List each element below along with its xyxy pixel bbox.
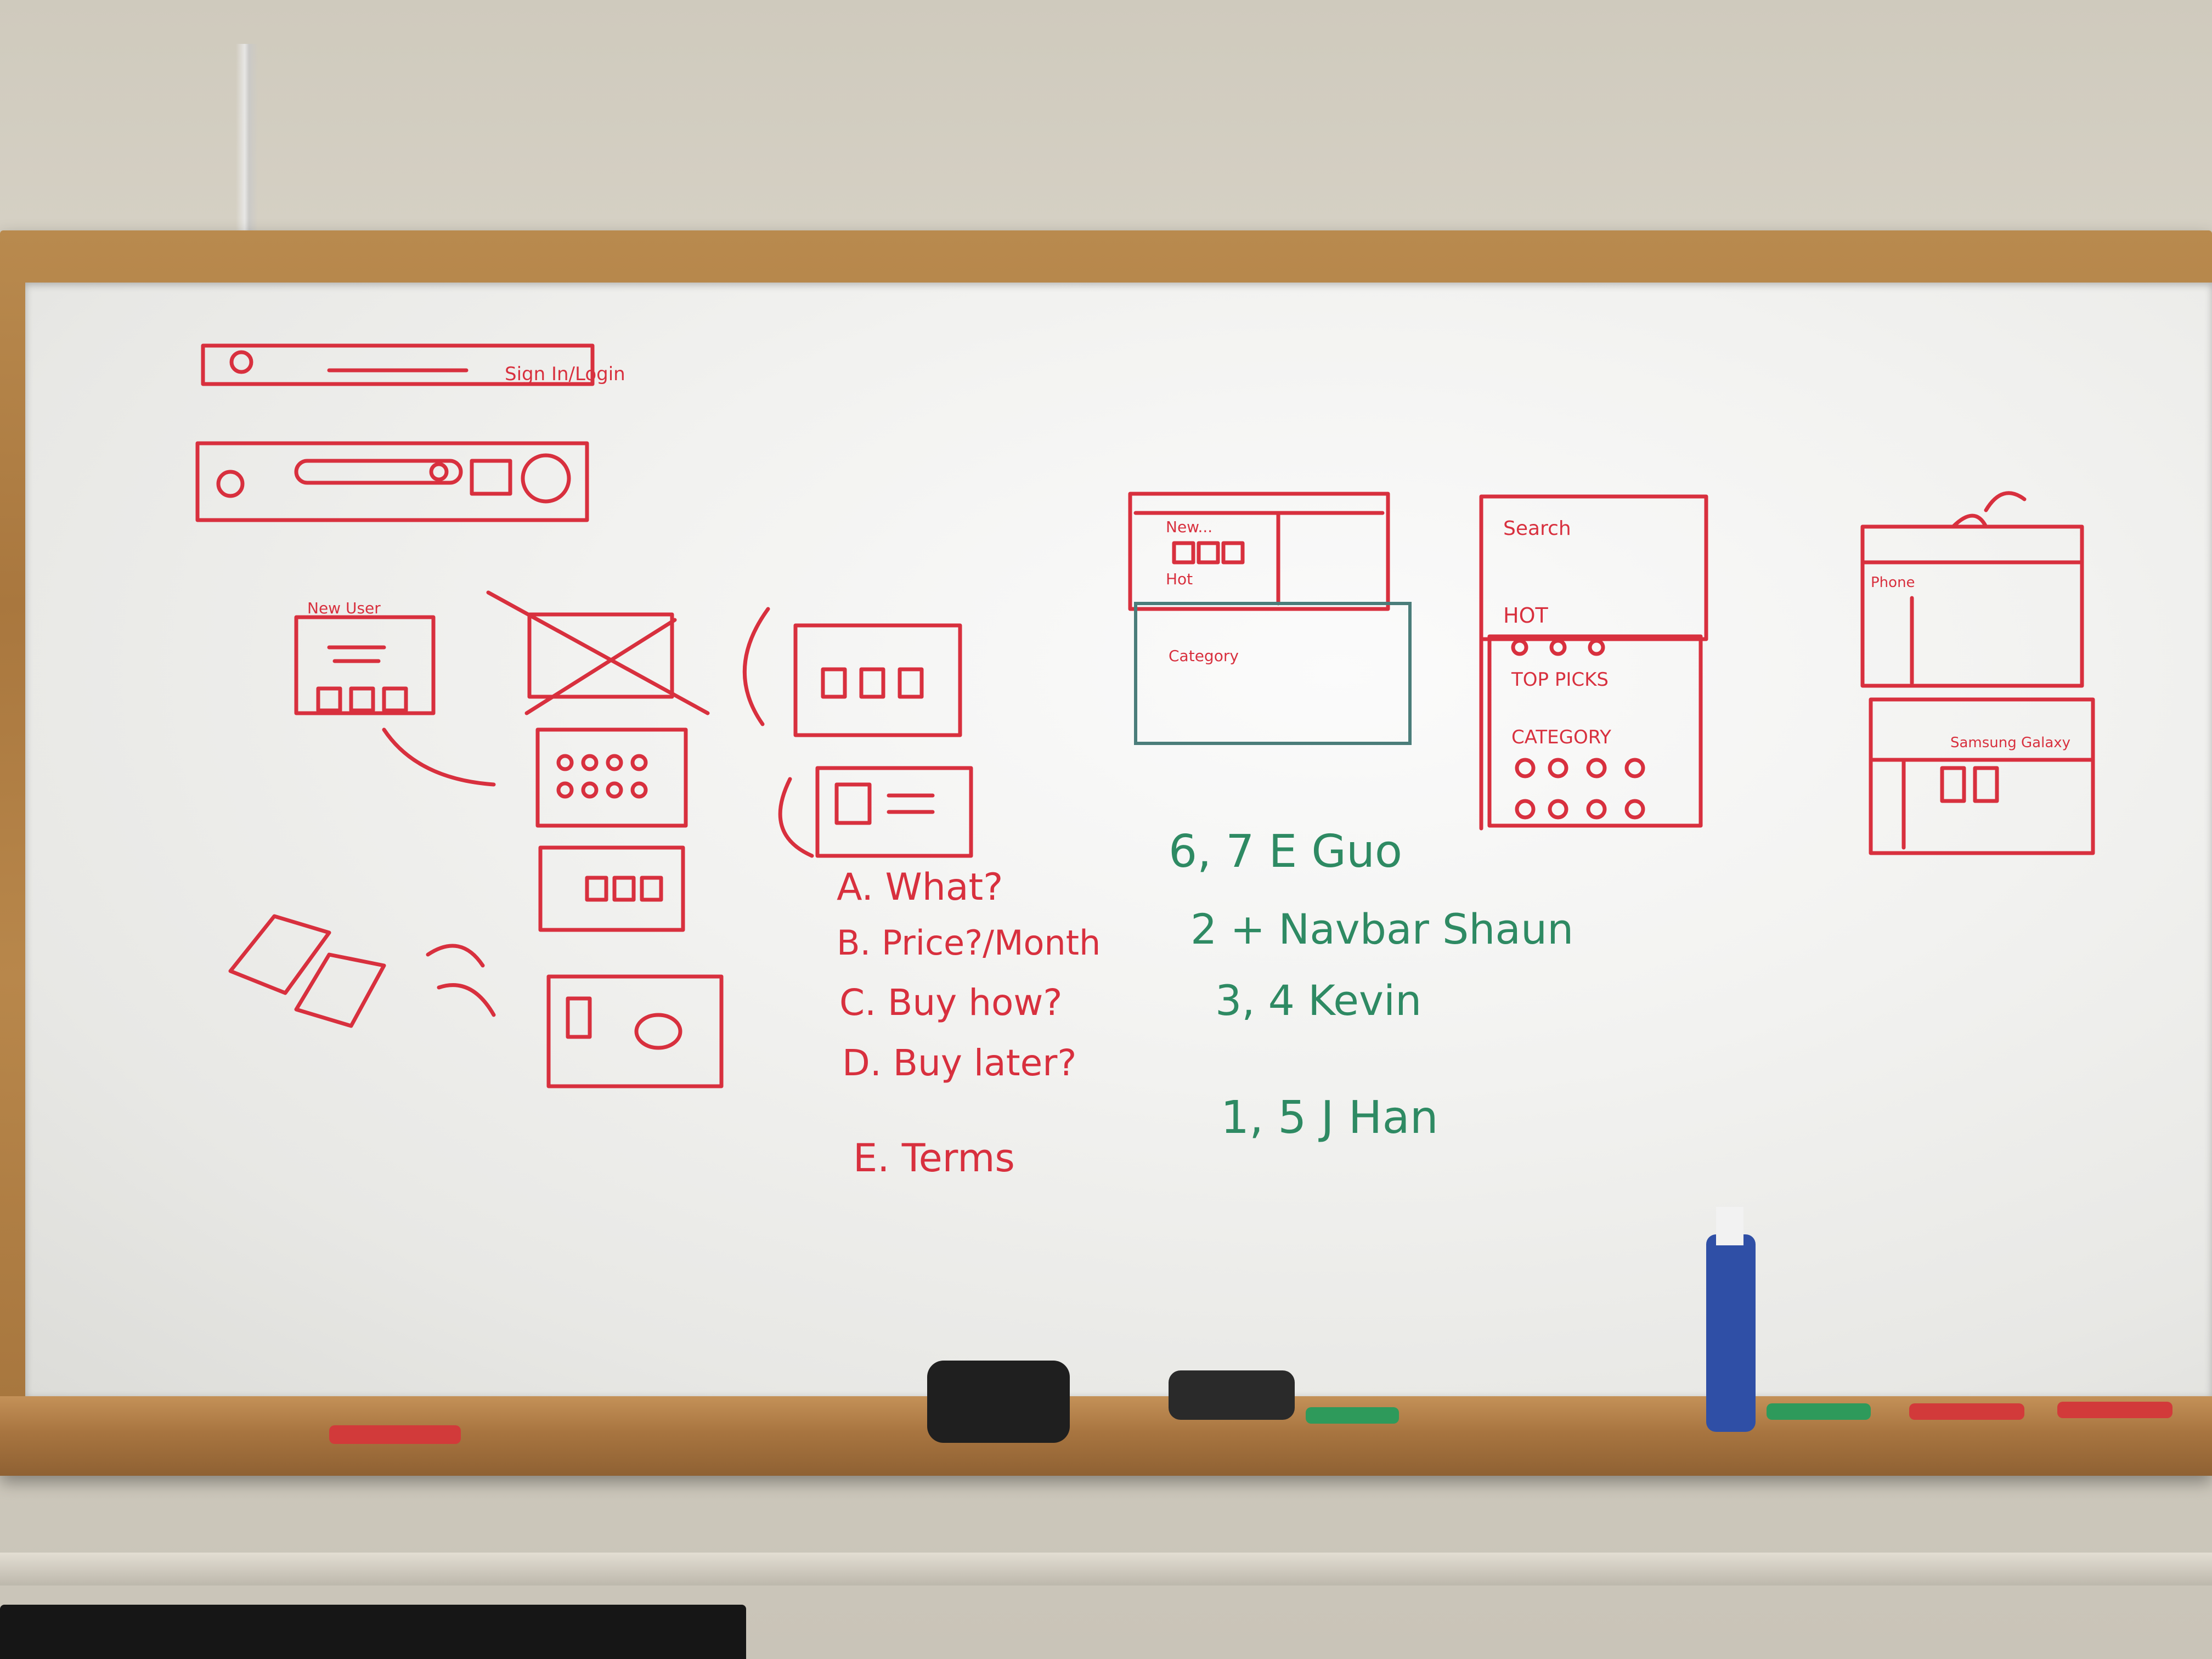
- assignment-2: 2 + Navbar Shaun: [1190, 905, 1573, 953]
- wireframe-category-screen: [1487, 634, 1703, 828]
- assignment-4: 1, 5 J Han: [1221, 1092, 1438, 1144]
- wireframe-screen-4: [538, 845, 685, 932]
- wireframe-screen-5: [546, 974, 724, 1088]
- top-picks-label: TOP PICKS: [1511, 669, 1609, 691]
- red-marker-2[interactable]: [1909, 1403, 2024, 1420]
- category-label: CATEGORY: [1511, 726, 1611, 748]
- samsung-label: Samsung Galaxy: [1950, 735, 2070, 751]
- wireframe-screen-7: [815, 766, 973, 858]
- red-wireframes: [195, 343, 2095, 1088]
- spray-nozzle: [1716, 1207, 1743, 1245]
- question-e: E. Terms: [853, 1136, 1015, 1181]
- search-icon: [429, 462, 449, 482]
- wireframe-screen-3: [535, 727, 688, 828]
- new-user-label: New User: [307, 599, 381, 617]
- spray-bottle[interactable]: [1706, 1234, 1756, 1432]
- hot-small-label: Hot: [1166, 570, 1193, 588]
- cloth-rag: [927, 1361, 1070, 1443]
- wireframe-header: [195, 441, 589, 522]
- search-label: Search: [1503, 517, 1571, 540]
- eraser[interactable]: [1169, 1370, 1295, 1420]
- new-label: New...: [1166, 518, 1212, 536]
- question-a: A. What?: [837, 866, 1003, 909]
- wireframe-topbar: [201, 343, 595, 386]
- wireframe-phone-screen: [1860, 524, 2084, 688]
- monitor-edge: [0, 1605, 746, 1659]
- cart-icon: [470, 459, 512, 496]
- wireframe-samsung-screen: [1869, 697, 2095, 855]
- wireframe-screen-6: [793, 623, 962, 737]
- category-small-label: Category: [1169, 647, 1239, 665]
- wireframe-screen-8: [1128, 492, 1390, 611]
- logo-icon: [229, 350, 253, 374]
- assignment-3: 3, 4 Kevin: [1215, 976, 1421, 1025]
- profile-icon: [521, 453, 571, 504]
- wall-rail: [0, 1553, 2212, 1585]
- wireframe-new-user: [294, 615, 436, 715]
- question-c: C. Buy how?: [839, 981, 1062, 1024]
- question-b: B. Price?/Month: [837, 923, 1101, 963]
- hot-label: HOT: [1503, 603, 1548, 628]
- teal-sketch: [1134, 602, 1412, 745]
- top-bar-text: Sign In/Login: [505, 363, 625, 385]
- assignment-1: 6, 7 E Guo: [1169, 826, 1402, 878]
- question-d: D. Buy later?: [842, 1042, 1076, 1084]
- wireframe-screen-2: [527, 612, 674, 699]
- red-marker-3[interactable]: [2057, 1402, 2172, 1418]
- tray-objects: [329, 1207, 2172, 1444]
- green-marker-2[interactable]: [1767, 1403, 1871, 1420]
- whiteboard-surface: [25, 283, 2212, 1396]
- wireframe-search-screen: [1479, 494, 1708, 641]
- red-marker[interactable]: [329, 1425, 461, 1444]
- avatar-icon: [216, 470, 245, 498]
- search-bar-sketch: [294, 459, 463, 485]
- phone-label: Phone: [1871, 574, 1915, 591]
- green-marker[interactable]: [1306, 1407, 1399, 1424]
